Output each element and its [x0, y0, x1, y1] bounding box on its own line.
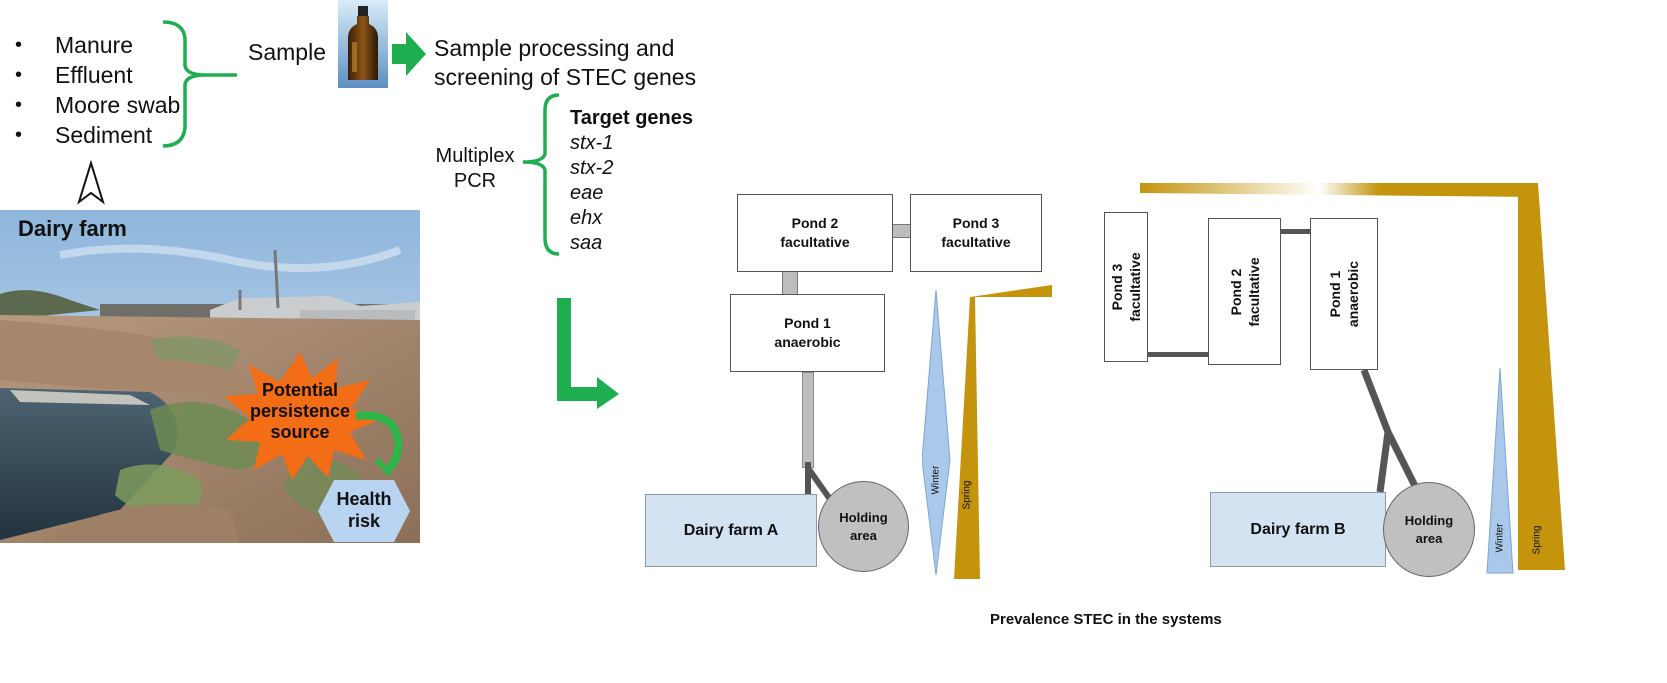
sample-label: Sample	[248, 39, 326, 65]
farm-b-winter-label: Winter	[1494, 523, 1506, 553]
gene-item: stx-2	[570, 157, 614, 179]
curved-arrow-icon	[355, 411, 403, 480]
connector	[1280, 229, 1312, 234]
farm-a-pond-3: Pond 3 facultative	[910, 194, 1042, 272]
gene-item: ehx	[570, 207, 603, 229]
processing-text: Sample processing and screening of STEC …	[434, 35, 697, 90]
gene-item: stx-1	[570, 132, 614, 154]
connector	[1146, 352, 1210, 357]
gene-item: eae	[570, 182, 604, 204]
sample-type-list: •Manure •Effluent •Moore swab •Sediment	[15, 30, 180, 150]
farm-a-pond-2: Pond 2 facultative	[737, 194, 893, 272]
farm-a-spring-label: Spring	[961, 480, 973, 510]
pcr-label: Multiplex PCR	[435, 145, 515, 192]
arrow-down-right-icon	[557, 298, 619, 409]
health-risk-label: Health risk	[336, 489, 392, 531]
persistence-label: Potential persistence source	[249, 380, 351, 442]
farm-a-winter-label: Winter	[930, 465, 942, 495]
farm-b-spring-band	[1140, 183, 1565, 570]
list-item: •Effluent	[15, 62, 133, 88]
list-item: •Moore swab	[15, 92, 181, 118]
list-item: •Sediment	[15, 122, 153, 148]
dairy-farm-a: Dairy farm A	[645, 494, 817, 567]
pipe	[802, 372, 814, 468]
pipe-branch	[1360, 368, 1420, 493]
connector	[782, 271, 798, 295]
gene-brace	[522, 93, 560, 256]
farm-b-spring-label: Spring	[1531, 525, 1543, 555]
target-genes-title: Target genes	[570, 107, 693, 129]
photo-title: Dairy farm	[18, 216, 127, 241]
farm-a-seasonal-prevalence	[922, 285, 1052, 579]
dairy-farm-photo: Dairy farm Potential persistence source …	[0, 210, 420, 543]
farm-scene	[0, 210, 420, 543]
connector	[892, 224, 912, 238]
farm-a-pond-1: Pond 1 anaerobic	[730, 294, 885, 372]
arrow-right-icon	[392, 32, 426, 76]
farm-b-winter-band	[1486, 367, 1514, 574]
dairy-farm-b: Dairy farm B	[1210, 492, 1386, 567]
hexagon-icon	[318, 480, 410, 542]
sample-brace	[162, 20, 237, 148]
target-genes: Target genes stx-1 stx-2 eae ehx saa	[570, 106, 693, 256]
farm-a-holding-area: Holding area	[818, 481, 909, 572]
starburst-icon	[224, 352, 378, 480]
list-item: •Manure	[15, 32, 133, 58]
gene-item: saa	[570, 232, 603, 254]
compass-arrow-icon	[77, 160, 105, 205]
bottle-icon	[338, 0, 388, 88]
farm-b-holding-area: Holding area	[1383, 482, 1475, 577]
figure-caption: Prevalence STEC in the systems	[990, 611, 1222, 628]
